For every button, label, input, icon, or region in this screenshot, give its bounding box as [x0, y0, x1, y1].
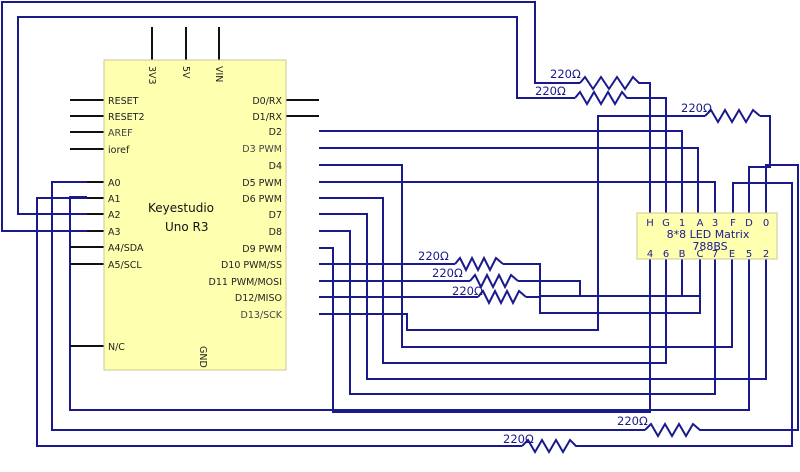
resistor-8-label: 220Ω: [503, 432, 534, 446]
resistors: [454, 75, 761, 454]
resistor-6: [477, 288, 527, 306]
pin-label-d10: D10 PWM/SS: [221, 260, 282, 271]
wire-r2-g: [630, 97, 667, 213]
resistor-7: [644, 422, 705, 438]
pin-label-gnd: GND: [197, 346, 208, 368]
resistor-2: [574, 90, 630, 106]
matrix-pin-h: H: [646, 218, 654, 229]
wire-r1-h: [645, 82, 651, 213]
arduino-board: Keyestudio Uno R3 3V3 5V VIN RESET RESET…: [70, 27, 319, 371]
wire-d3-a: [319, 147, 699, 213]
matrix-pin-f: F: [730, 218, 736, 229]
wire-a3-h: [1, 1, 580, 232]
pin-label-aref: AREF: [108, 128, 133, 139]
matrix-pin-6: 6: [663, 249, 669, 260]
pin-label-3v3: 3V3: [146, 66, 157, 85]
pin-label-reset: RESET: [108, 96, 139, 107]
wire-d-r3: [748, 115, 771, 213]
board-name: Keyestudio: [148, 201, 214, 215]
pin-label-a1: A1: [108, 194, 121, 205]
pin-label-d5: D5 PWM: [242, 178, 282, 189]
wire-d2-1: [319, 130, 683, 213]
pin-label-d7: D7: [269, 210, 282, 221]
matrix-pin-2: 2: [763, 249, 769, 260]
resistor-3: [704, 108, 761, 124]
matrix-pin-3: 3: [712, 218, 718, 229]
resistor-5-label: 220Ω: [432, 266, 463, 280]
matrix-pin-c: C: [697, 249, 704, 260]
pin-label-d6: D6 PWM: [242, 194, 282, 205]
resistor-2-label: 220Ω: [535, 84, 566, 98]
pin-label-d0: D0/RX: [252, 96, 282, 107]
board-body: [103, 59, 287, 371]
matrix-pin-0: 0: [763, 218, 769, 229]
matrix-pin-b: B: [679, 249, 686, 260]
resistor-labels: 220Ω 220Ω 220Ω 220Ω 220Ω 220Ω 220Ω 220Ω: [418, 67, 712, 446]
matrix-pin-g: G: [662, 218, 670, 229]
pin-label-d13: D13/SCK: [241, 310, 283, 321]
pin-label-reset2: RESET2: [108, 112, 144, 123]
wire-a1-5: [69, 196, 750, 411]
pin-label-a3: A3: [108, 227, 121, 238]
matrix-pin-1: 1: [679, 218, 685, 229]
wire-f-a1: [580, 182, 793, 447]
pin-label-d9: D9 PWM: [242, 244, 282, 255]
wire-r8-a1: [36, 197, 522, 447]
wires: [1, 1, 799, 447]
wire-r3-d13: [319, 115, 705, 331]
wire-r5-b: [518, 259, 683, 297]
wire-d7-2: [319, 213, 767, 380]
wire-a2-g: [17, 16, 575, 215]
board-model: Uno R3: [165, 220, 209, 234]
wire-r4-c: [503, 259, 701, 297]
resistor-8: [521, 438, 580, 454]
pin-label-a5-scl: A5/SCL: [108, 260, 142, 271]
resistor-4: [454, 255, 504, 273]
matrix-pin-e: E: [729, 249, 735, 260]
wire-0-a0: [705, 164, 799, 431]
resistor-1-label: 220Ω: [550, 67, 581, 81]
resistor-1: [579, 75, 645, 91]
resistor-6-label: 220Ω: [452, 284, 483, 298]
wire-d4-e: [319, 164, 733, 348]
pin-label-d11: D11 PWM/MOSI: [209, 277, 282, 288]
pin-label-a2: A2: [108, 210, 121, 221]
pin-label-a0: A0: [108, 178, 121, 189]
resistor-4-label: 220Ω: [418, 249, 449, 263]
matrix-body: [636, 212, 778, 260]
matrix-title: 8*8 LED Matrix: [667, 228, 750, 241]
pin-label-vin: VIN: [213, 66, 224, 82]
pin-label-nc: N/C: [108, 342, 125, 353]
matrix-pin-7: 7: [712, 249, 718, 260]
pin-label-d3: D3 PWM: [242, 144, 282, 155]
wire-d6-6: [319, 197, 667, 364]
pin-label-a4-sda: A4/SDA: [108, 243, 144, 254]
matrix-pin-5: 5: [746, 249, 752, 260]
wire-d9-4: [319, 247, 651, 413]
pin-label-d12: D12/MISO: [235, 293, 282, 304]
pin-label-ioref: ioref: [108, 145, 130, 156]
pin-label-d2: D2: [269, 127, 282, 138]
matrix-pin-4: 4: [647, 249, 653, 260]
pin-label-d8: D8: [269, 227, 282, 238]
wire-d8-7: [319, 230, 716, 395]
pin-label-d4: D4: [269, 161, 282, 172]
resistor-3-label: 220Ω: [681, 101, 712, 115]
pin-label-d1: D1/RX: [252, 112, 282, 123]
pin-label-5v: 5V: [180, 66, 191, 79]
matrix-pin-d: D: [745, 218, 753, 229]
wire-r6-c: [526, 259, 701, 314]
led-matrix: 8*8 LED Matrix 788BS H G 1 A 3 F D 0 4 6…: [636, 212, 778, 260]
matrix-pin-a: A: [697, 218, 704, 229]
resistor-5: [469, 272, 519, 290]
wire-r7-a0: [51, 181, 645, 431]
matrix-model: 788BS: [692, 240, 727, 253]
wire-d5-3: [319, 181, 716, 213]
resistor-7-label: 220Ω: [617, 414, 648, 428]
